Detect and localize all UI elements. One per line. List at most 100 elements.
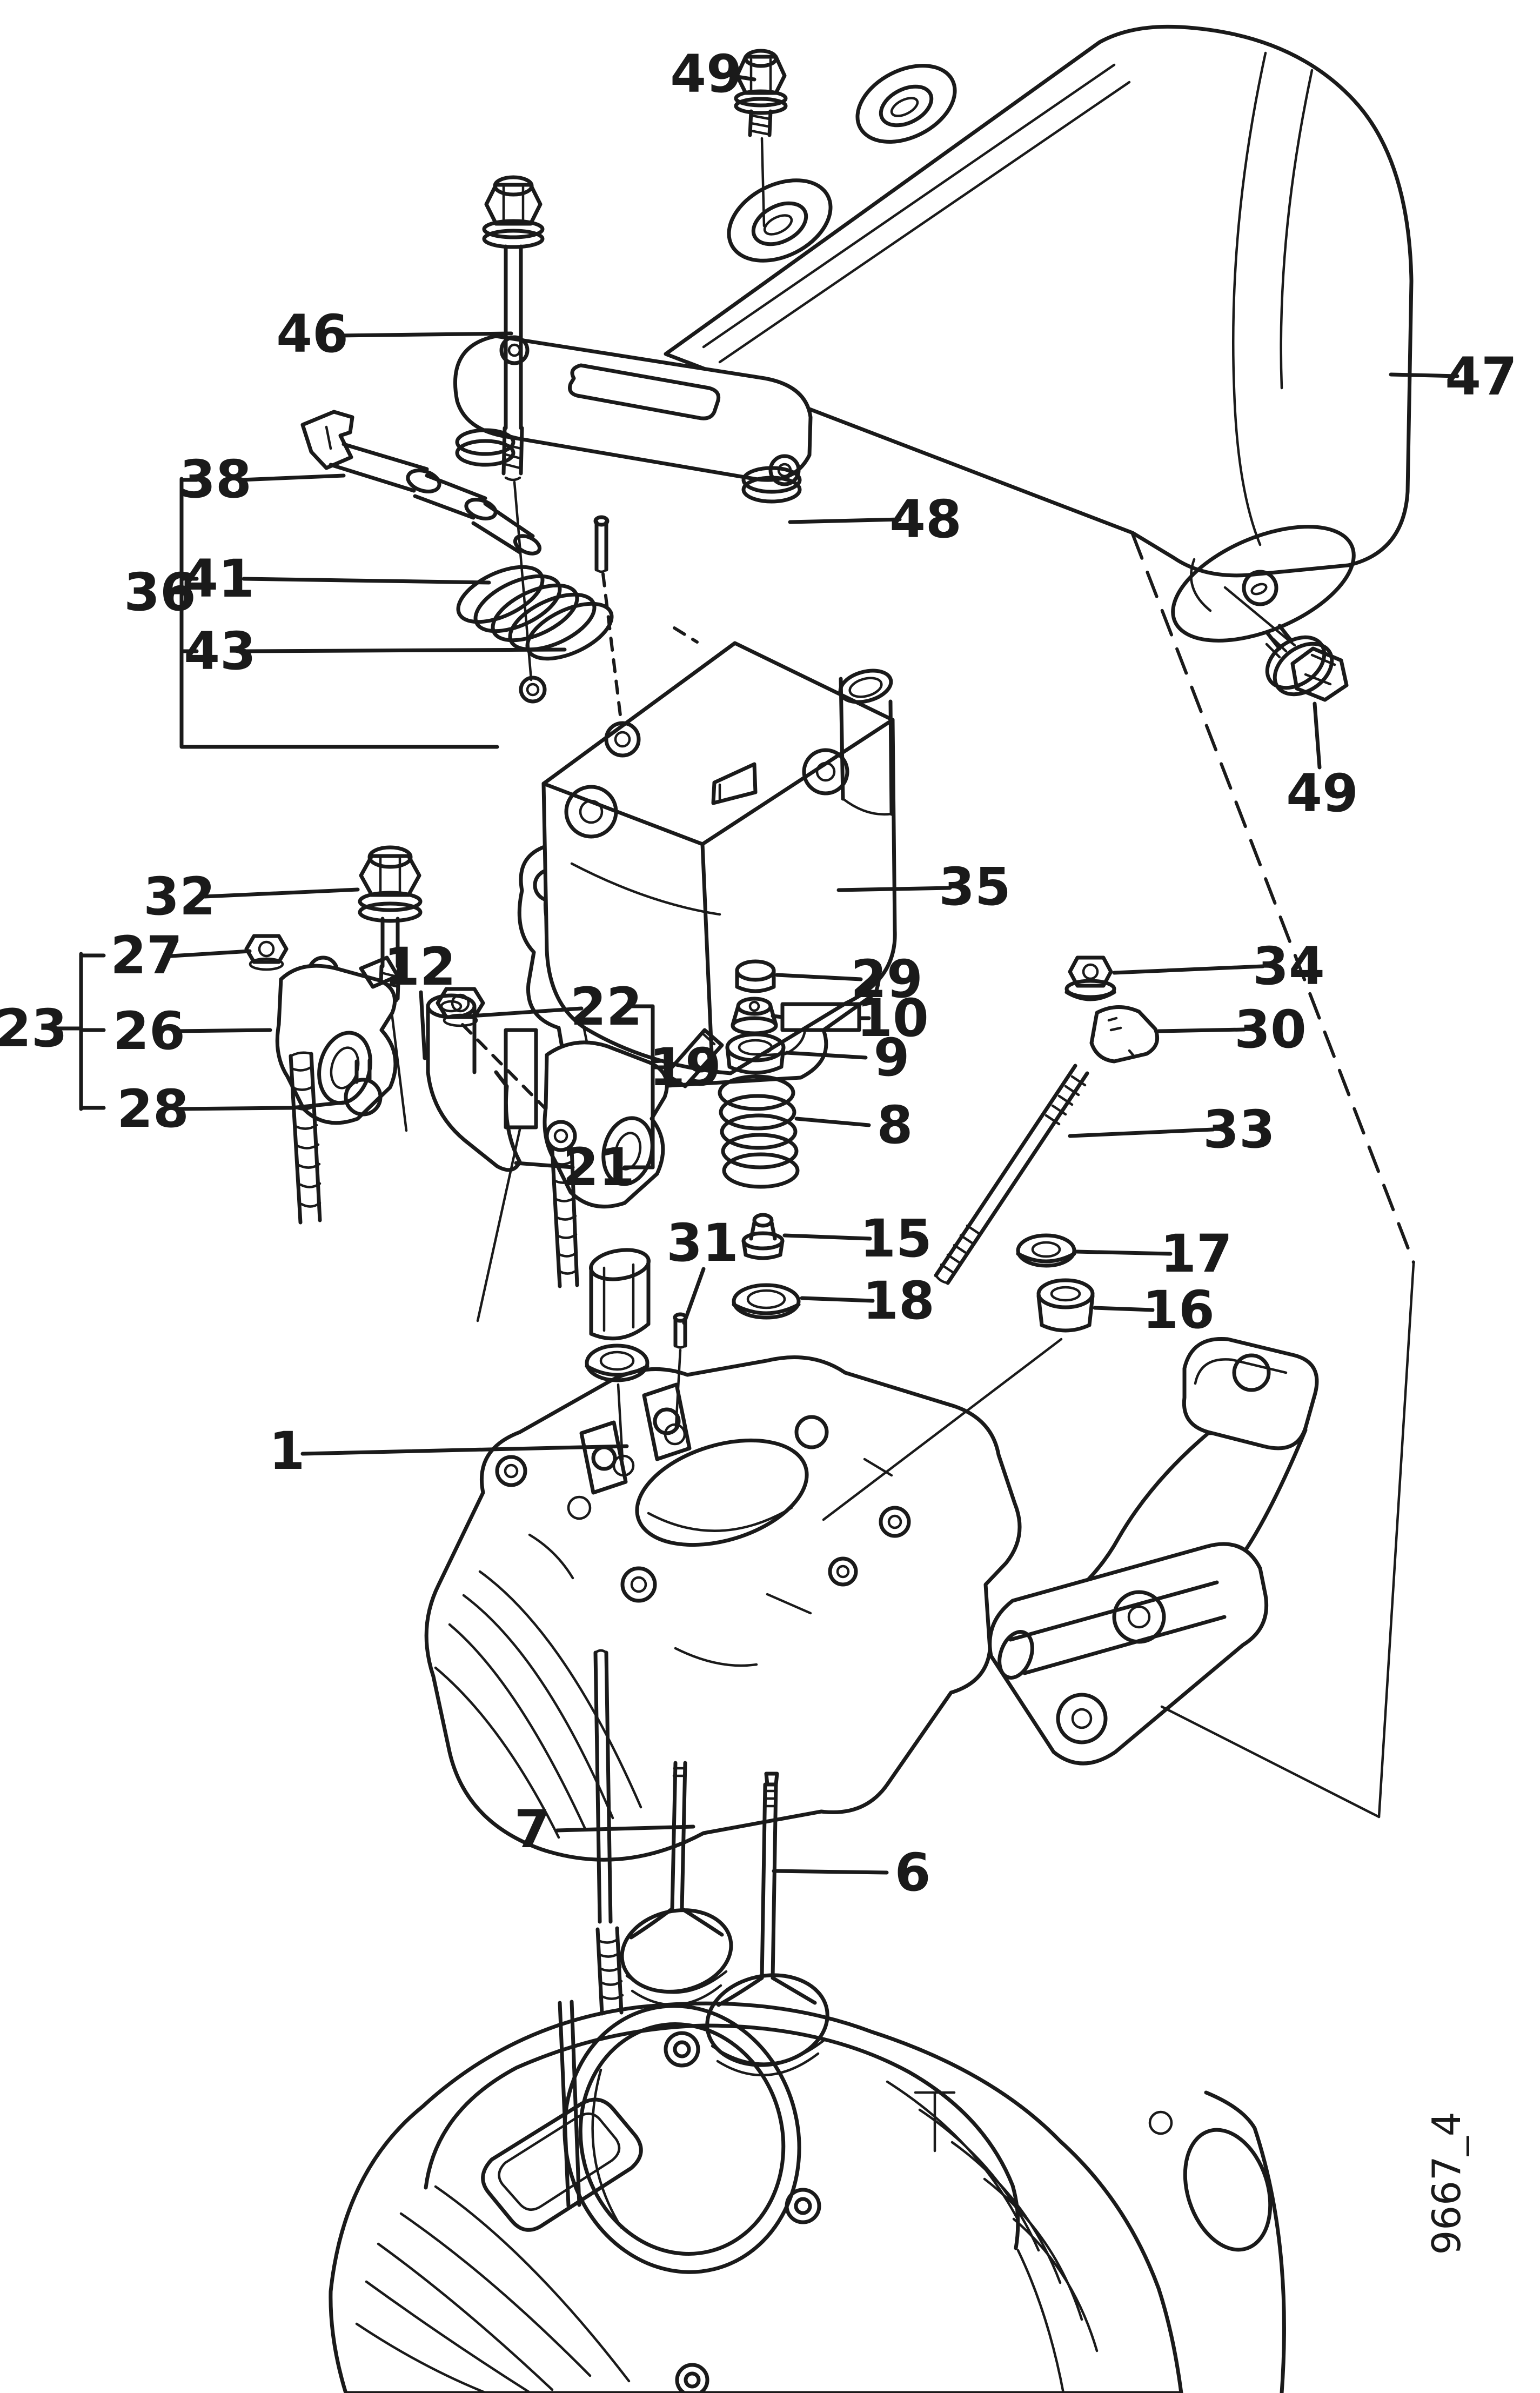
leader-32 <box>203 887 360 899</box>
bracket-plate <box>453 334 813 504</box>
dowel-pin <box>589 1248 651 1341</box>
rocker-arm-center <box>426 993 522 1172</box>
callout-32: 32 <box>143 866 216 927</box>
spring-seat-18 <box>732 1283 801 1320</box>
spring-41 <box>456 565 699 661</box>
head-stud <box>558 1649 624 2208</box>
flange-nut-34 <box>1064 955 1116 1001</box>
spring-seat-9 <box>725 1032 786 1075</box>
callout-46: 46 <box>276 304 349 364</box>
callout-26: 26 <box>113 1001 185 1061</box>
leader-15 <box>782 1233 872 1241</box>
callout-10: 10 <box>856 988 929 1048</box>
cylinder-head <box>424 1355 1022 1862</box>
air-shroud-cover <box>664 24 1414 643</box>
bushing-association-line <box>822 1338 1063 1521</box>
leader-38 <box>239 473 346 482</box>
leader-7 <box>555 1824 695 1833</box>
callout-31: 31 <box>666 1213 739 1273</box>
leader-18 <box>800 1296 875 1303</box>
cover-association-dash-line <box>1131 532 1415 1264</box>
cylinder-block <box>329 2001 1286 2393</box>
callout-1: 1 <box>269 1421 305 1481</box>
washer-17 <box>1016 1233 1076 1268</box>
callout-30: 30 <box>1234 999 1307 1060</box>
drawing-id: 9667_4 <box>1424 2111 1469 2255</box>
rocker-cover <box>541 641 897 1075</box>
leader-28 <box>176 1100 346 1111</box>
leader-31 <box>682 1267 706 1325</box>
leader-26 <box>172 1028 272 1033</box>
callout-35: 35 <box>939 857 1011 917</box>
callout-17: 17 <box>1160 1224 1233 1284</box>
leader-34 <box>1112 964 1265 975</box>
leader-30 <box>1156 1027 1247 1033</box>
projection-line-right <box>1377 1262 1415 1819</box>
callout-49-side: 49 <box>1286 763 1358 824</box>
leader-9 <box>785 1051 868 1060</box>
callout-36: 36 <box>124 562 196 623</box>
callout-23: 23 <box>0 998 68 1059</box>
group-36-bracket <box>179 477 499 749</box>
leader-33 <box>1068 1127 1215 1138</box>
callout-6: 6 <box>895 1842 931 1903</box>
callout-43: 43 <box>184 621 256 681</box>
leader-47 <box>1389 372 1459 378</box>
bushing-16 <box>1036 1278 1095 1333</box>
callout-16: 16 <box>1142 1280 1215 1340</box>
callout-12: 12 <box>384 937 456 997</box>
projection-line-diagonal <box>1160 1705 1381 1819</box>
valve-stem-seal-15 <box>741 1213 785 1260</box>
leader-29 <box>775 973 863 981</box>
valve-spring-8 <box>718 1074 800 1189</box>
callout-28: 28 <box>117 1079 189 1139</box>
callout-33: 33 <box>1203 1099 1275 1160</box>
rocker-shaft <box>476 1028 538 1322</box>
callout-19: 19 <box>649 1037 721 1098</box>
leader-46 <box>336 331 513 338</box>
long-stud-33 <box>934 1064 1089 1285</box>
leader-49-top <box>728 73 756 82</box>
leader-21 <box>514 1161 575 1169</box>
leader-49-side <box>1313 701 1322 770</box>
leader-43 <box>243 647 567 653</box>
callout-41: 41 <box>182 549 255 609</box>
callout-48: 48 <box>889 489 962 550</box>
leader-1 <box>300 1444 629 1456</box>
callout-21: 21 <box>563 1137 635 1198</box>
callout-49-top: 49 <box>670 44 742 104</box>
rocker-arm-left <box>244 934 400 1225</box>
retainer-box <box>780 1002 861 1032</box>
valve-cap-29 <box>735 959 776 993</box>
leader-41 <box>242 577 491 585</box>
callout-47: 47 <box>1445 346 1517 407</box>
leader-48 <box>788 517 902 524</box>
pin-43 <box>593 515 623 726</box>
retainer-box-tail <box>771 1014 785 1019</box>
seal-ring <box>585 1343 650 1477</box>
leader-8 <box>794 1117 871 1127</box>
cover-screw-side <box>1223 586 1349 702</box>
leader-12 <box>419 990 427 1060</box>
leader-16 <box>1093 1306 1155 1312</box>
leader-27 <box>169 949 252 958</box>
callout-9: 9 <box>874 1027 910 1088</box>
callout-7: 7 <box>514 1799 551 1860</box>
valve-b <box>705 1772 829 2077</box>
callout-27: 27 <box>110 925 183 986</box>
leader-35 <box>836 886 952 892</box>
callout-18: 18 <box>862 1271 935 1331</box>
callout-29: 29 <box>851 949 923 1010</box>
callout-34: 34 <box>1253 936 1325 997</box>
callout-8: 8 <box>877 1095 913 1155</box>
leader-17 <box>1074 1249 1173 1256</box>
cap-30 <box>1089 1005 1159 1064</box>
callout-22: 22 <box>570 977 642 1037</box>
leader-22 <box>469 1006 584 1018</box>
leader-6 <box>772 1869 889 1875</box>
valve-a <box>620 1761 733 2006</box>
callout-38: 38 <box>179 449 252 510</box>
callout-15: 15 <box>860 1208 932 1269</box>
